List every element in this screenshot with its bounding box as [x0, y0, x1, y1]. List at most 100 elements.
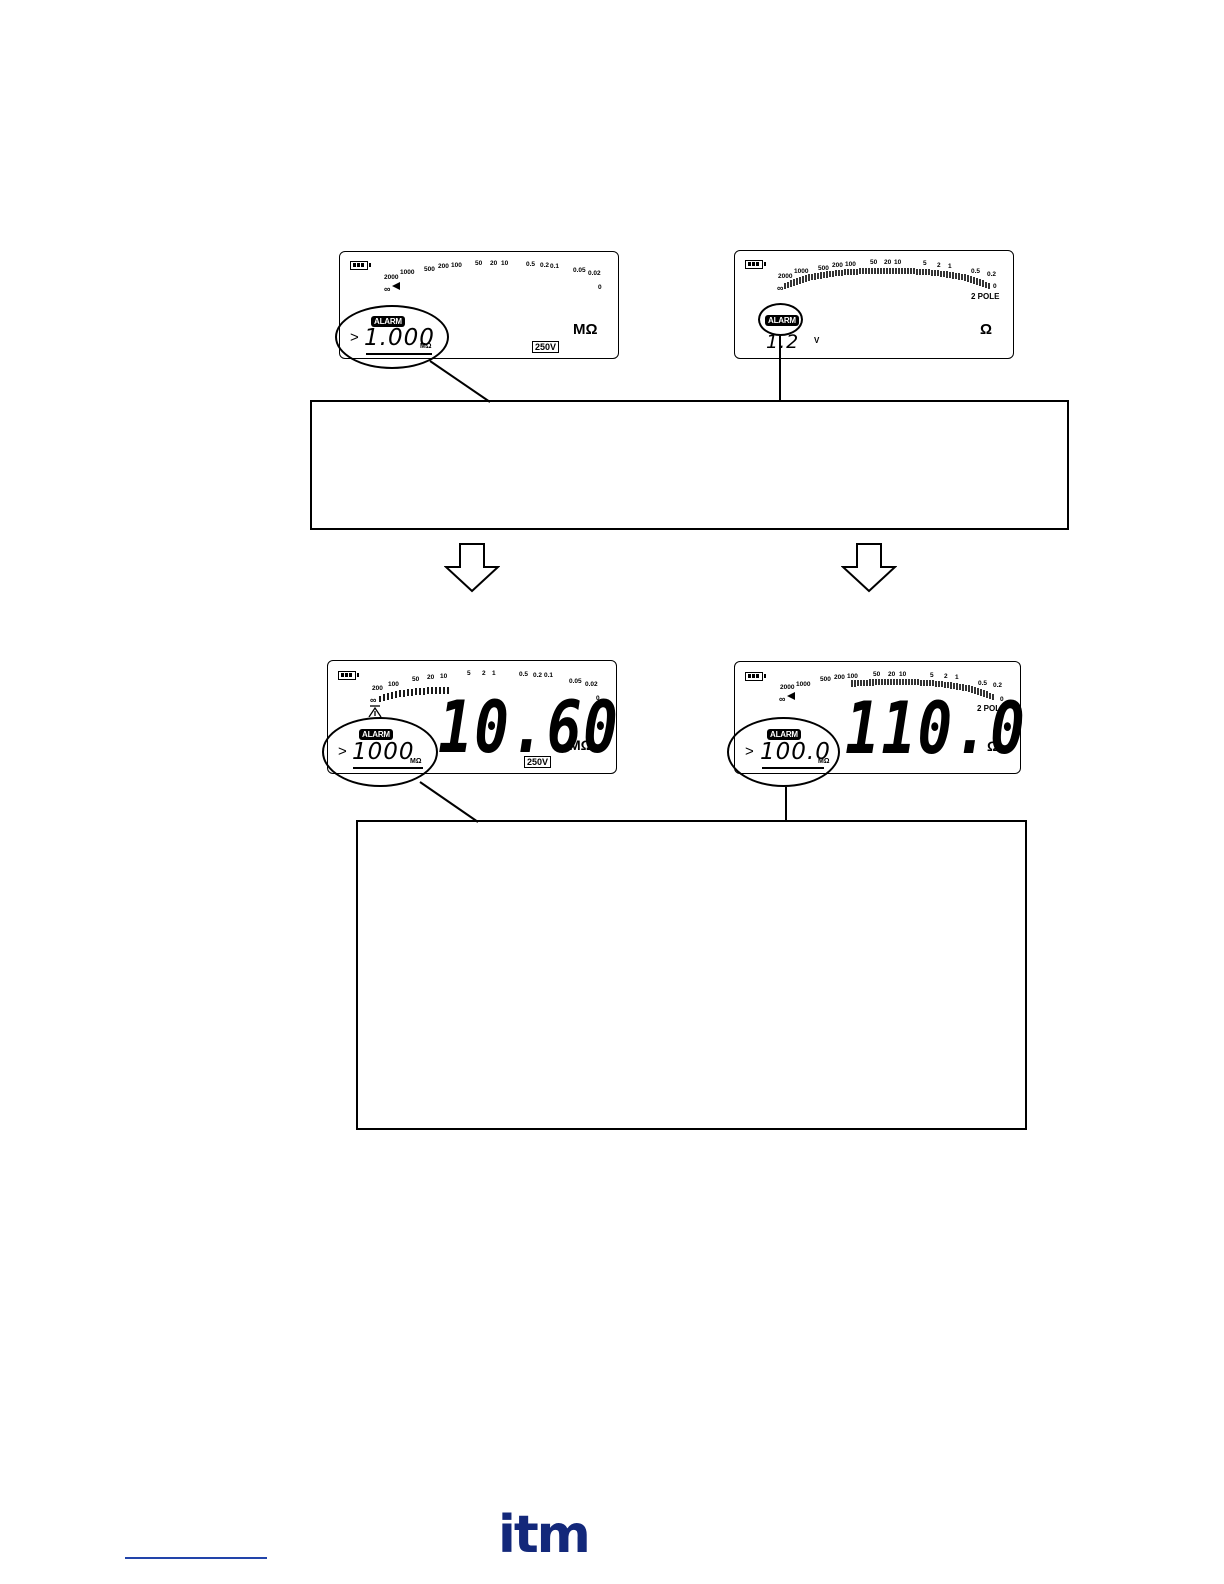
- battery-icon: [745, 260, 766, 269]
- pointer-icon: [392, 282, 400, 290]
- pointer-icon: [787, 692, 795, 700]
- scale-label: 0.5: [519, 671, 529, 678]
- scale-label: 10: [894, 259, 902, 266]
- scale-label: 50: [412, 676, 420, 683]
- scale-label: 0.2: [533, 672, 543, 679]
- highlight-ellipse: [758, 303, 803, 336]
- alarm-threshold-value: 1000: [352, 739, 415, 765]
- alarm-unit: MΩ: [420, 343, 432, 350]
- greater-than-sign: >: [350, 329, 359, 346]
- highlight-ellipse: [322, 717, 438, 787]
- scale-label: 50: [870, 259, 878, 266]
- battery-icon: [350, 261, 371, 270]
- scale-label: 0.2: [540, 262, 550, 269]
- scale-label: 0: [596, 695, 600, 702]
- main-unit: MΩ: [573, 321, 598, 338]
- scale-label: 1000: [794, 268, 809, 275]
- footer-link-underline: [125, 1557, 267, 1559]
- main-unit: Ω: [980, 321, 993, 338]
- infinity-symbol: ∞: [779, 694, 786, 704]
- scale-label: 20: [427, 674, 435, 681]
- alarm-threshold-value: 1.000: [364, 325, 435, 351]
- infinity-symbol: ∞: [777, 283, 784, 293]
- scale-label: 200: [834, 674, 845, 681]
- scale-label: 20: [490, 260, 498, 267]
- main-reading: 110.0: [845, 686, 1027, 770]
- scale-label: 50: [873, 671, 881, 678]
- arc-bar-graph: [784, 268, 990, 289]
- battery-icon: [338, 671, 359, 680]
- connector-lines-top: [429, 336, 781, 403]
- scale-label: 500: [818, 265, 829, 272]
- scale-label: 0.2: [987, 271, 997, 278]
- scale-label: 0: [598, 284, 602, 291]
- scale-label: 1: [948, 263, 952, 270]
- scale-label: 10: [899, 671, 907, 678]
- scale-label: 100: [451, 262, 462, 269]
- scale-label: 2000: [780, 684, 795, 691]
- scale-label: 200: [832, 262, 843, 269]
- down-arrow-icon: [841, 543, 897, 593]
- scale-label: 2000: [384, 274, 399, 281]
- infinity-symbol: ∞: [384, 284, 391, 294]
- scale-label: 20: [884, 259, 892, 266]
- scale-label: 10: [501, 260, 509, 267]
- scale-label: 10: [440, 673, 448, 680]
- alarm-badge: ALARM: [765, 315, 799, 326]
- scale-label: 2: [937, 262, 941, 269]
- callout-box-top: [310, 400, 1069, 530]
- scale-label: 1: [955, 674, 959, 681]
- alarm-threshold-value: 100.0: [760, 739, 831, 765]
- main-reading: 10.60: [438, 685, 620, 769]
- scale-label: 20: [888, 671, 896, 678]
- battery-icon: [745, 672, 766, 681]
- scale-label: 200: [438, 263, 449, 270]
- scale-label: 0.5: [526, 261, 536, 268]
- alarm-badge: ALARM: [371, 316, 405, 327]
- scale-label: 0.1: [550, 263, 560, 270]
- bar-graph: [379, 687, 449, 702]
- scale-label: 0.5: [978, 680, 988, 687]
- alarm-badge: ALARM: [359, 729, 393, 740]
- arc-bar-graph: [851, 679, 994, 700]
- warning-icon: [368, 705, 382, 717]
- mode-label: 2 POLE: [971, 292, 1000, 301]
- voltage-indicator: 250V: [532, 341, 560, 353]
- scale-label: 1: [492, 670, 496, 677]
- scale-label: 500: [820, 676, 831, 683]
- greater-than-sign: >: [745, 743, 754, 760]
- underline: [762, 767, 824, 769]
- alarm-unit: MΩ: [818, 758, 830, 765]
- scale-label: 0: [993, 283, 997, 290]
- scale-label: 0.02: [588, 270, 601, 277]
- underline: [353, 767, 423, 769]
- scale-label: 100: [388, 681, 399, 688]
- scale-label: 500: [424, 266, 435, 273]
- itm-logo: itm: [498, 1505, 591, 1565]
- scale-label: 1000: [400, 269, 415, 276]
- voltage-unit: V: [814, 336, 820, 345]
- scale-label: 50: [475, 260, 483, 267]
- test-voltage-value: 1.2: [766, 331, 800, 353]
- alarm-unit: MΩ: [410, 758, 422, 765]
- main-unit: Ω: [987, 738, 999, 754]
- scale-label: 5: [930, 672, 934, 679]
- scale-label: 0.05: [573, 267, 586, 274]
- callout-box-bottom: [356, 820, 1027, 1130]
- infinity-symbol: ∞: [370, 695, 377, 705]
- scale-label: 1000: [796, 681, 811, 688]
- scale-label: 0.5: [971, 268, 981, 275]
- greater-than-sign: >: [338, 743, 347, 760]
- scale-label: 0.05: [569, 678, 582, 685]
- scale-label: 2: [482, 670, 486, 677]
- scale-label: 0.02: [585, 681, 598, 688]
- scale-label: 0.1: [544, 672, 554, 679]
- scale-label: 200: [372, 685, 383, 692]
- down-arrow-icon: [444, 543, 500, 593]
- mode-label: 2 POLE: [977, 704, 1006, 713]
- scale-label: 0: [1000, 696, 1004, 703]
- scale-label: 0.2: [993, 682, 1003, 689]
- scale-label: 100: [845, 261, 856, 268]
- underline: [366, 353, 432, 355]
- scale-label: 2: [944, 673, 948, 680]
